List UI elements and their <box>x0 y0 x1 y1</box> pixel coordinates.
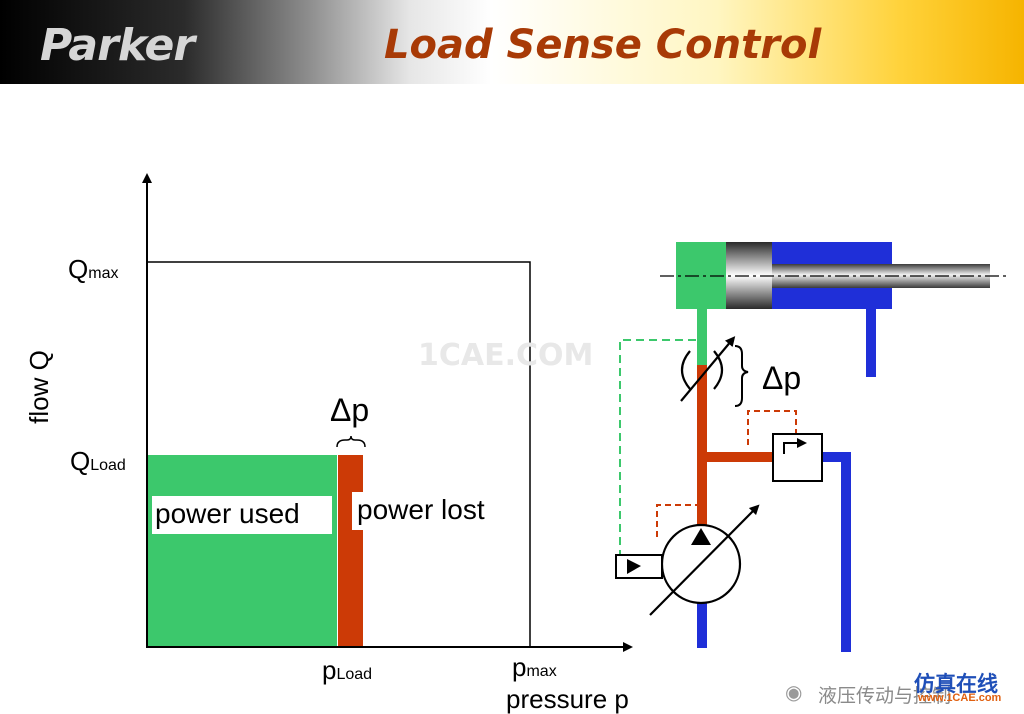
center-watermark: 1CAE.COM <box>418 338 594 373</box>
load-sense-line <box>619 339 696 565</box>
parker-logo: Parker <box>40 20 195 71</box>
circuit-delta-p-brace <box>734 345 749 407</box>
power-used-label: power used <box>155 498 300 529</box>
power-used-area <box>147 455 337 647</box>
power-used-label-box <box>152 496 332 534</box>
graph-delta-p-label: Δp <box>330 392 370 428</box>
rod-side-tank-line <box>866 309 876 377</box>
load-sense-circuit <box>615 242 1006 652</box>
p-load-label: pLoad <box>322 655 373 685</box>
power-lost-label-box <box>352 492 510 530</box>
compensator-flow-arrow <box>783 438 807 454</box>
slide-title: Load Sense Control <box>384 22 822 68</box>
power-lost-label: power lost <box>357 494 485 525</box>
y-axis-label: flow Q <box>24 350 54 424</box>
stamp-watermark-title: 仿真在线 <box>914 671 998 696</box>
actuator-arrow <box>627 559 641 574</box>
compensator-feed-line <box>702 452 774 462</box>
circuit-delta-p-label: Δp <box>762 360 802 396</box>
head-side-line <box>697 309 707 365</box>
x-axis-label: pressure p <box>506 684 629 714</box>
compensator-valve <box>772 433 823 482</box>
pump-variable-arrow <box>649 504 760 616</box>
orifice-left-arc <box>680 350 691 390</box>
max-power-boundary <box>147 261 531 647</box>
pump-outlet-triangle <box>691 528 711 545</box>
q-load-label: QLoad <box>70 446 126 476</box>
flow-pressure-graph <box>142 173 633 652</box>
wechat-icon: ◉ <box>785 682 803 704</box>
p-max-label: pmax <box>512 652 557 682</box>
stamp-watermark-url: www.1CAE.com <box>918 692 1002 704</box>
pump-pilot-line <box>656 504 697 537</box>
header-banner: Parker Load Sense Control <box>0 0 1024 84</box>
power-lost-area <box>338 455 363 647</box>
footer-watermark: 液压传动与控制 <box>818 685 952 707</box>
pump-suction-line <box>697 603 707 648</box>
orifice-right-arc <box>713 350 724 390</box>
compensator-pilot-line <box>747 410 797 445</box>
pressure-line <box>697 365 707 530</box>
q-max-label: Qmax <box>68 254 119 284</box>
delta-p-brace <box>336 435 366 448</box>
adjustable-arrow <box>680 336 736 402</box>
compensator-tank-line <box>822 452 851 652</box>
